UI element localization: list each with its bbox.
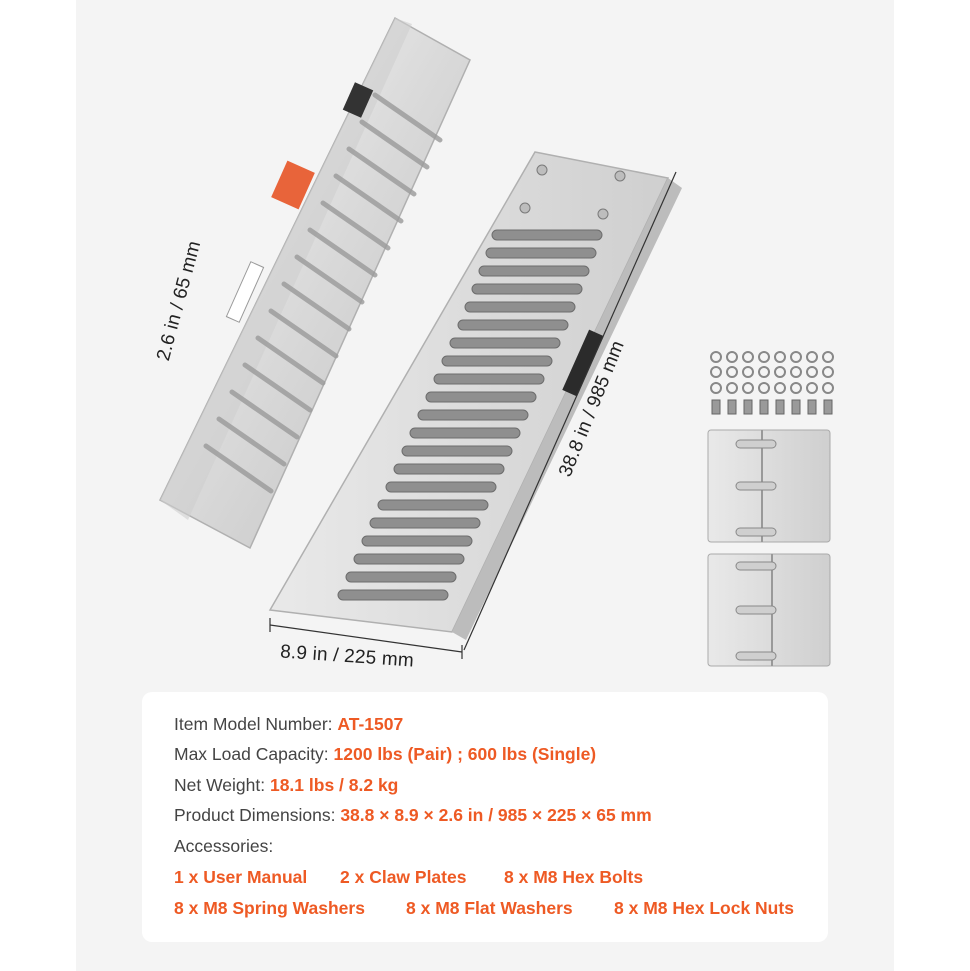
spec-capacity: Max Load Capacity: 1200 lbs (Pair) ; 600…: [174, 744, 596, 765]
spec-weight-label: Net Weight:: [174, 775, 270, 795]
spec-capacity-value: 1200 lbs (Pair) ; 600 lbs (Single): [333, 744, 597, 764]
spec-model-value: AT-1507: [337, 714, 404, 734]
spec-dimensions: Product Dimensions: 38.8 × 8.9 × 2.6 in …: [174, 805, 652, 826]
claw-plate-bottom: [707, 553, 831, 667]
spec-accessories-label: Accessories:: [174, 836, 274, 856]
spec-capacity-label: Max Load Capacity:: [174, 744, 334, 764]
spec-card: Item Model Number: AT-1507 Max Load Capa…: [142, 692, 828, 942]
accessory-item: 8 x M8 Hex Lock Nuts: [614, 898, 794, 918]
accessory-item: 8 x M8 Hex Bolts: [504, 867, 644, 887]
spec-model-label: Item Model Number:: [174, 714, 338, 734]
hardware-bolts: [711, 399, 833, 415]
spec-dimensions-label: Product Dimensions:: [174, 805, 341, 825]
claw-plate-top: [707, 429, 831, 543]
product-illustration: [159, 16, 834, 667]
hardware-washers: [710, 351, 834, 394]
spec-dimensions-value: 38.8 × 8.9 × 2.6 in / 985 × 225 × 65 mm: [340, 805, 652, 825]
ramp-topside: [268, 151, 682, 640]
accessory-item: 2 x Claw Plates: [340, 867, 467, 887]
accessory-item: 8 x M8 Spring Washers: [174, 898, 365, 918]
accessory-item: 8 x M8 Flat Washers: [406, 898, 573, 918]
dimension-lines: [269, 171, 677, 659]
spec-weight-value: 18.1 lbs / 8.2 kg: [269, 775, 399, 795]
spec-model: Item Model Number: AT-1507: [174, 714, 403, 735]
accessory-item: 1 x User Manual: [174, 867, 308, 887]
ramp-underside: [159, 16, 471, 550]
spec-weight: Net Weight: 18.1 lbs / 8.2 kg: [174, 775, 398, 796]
